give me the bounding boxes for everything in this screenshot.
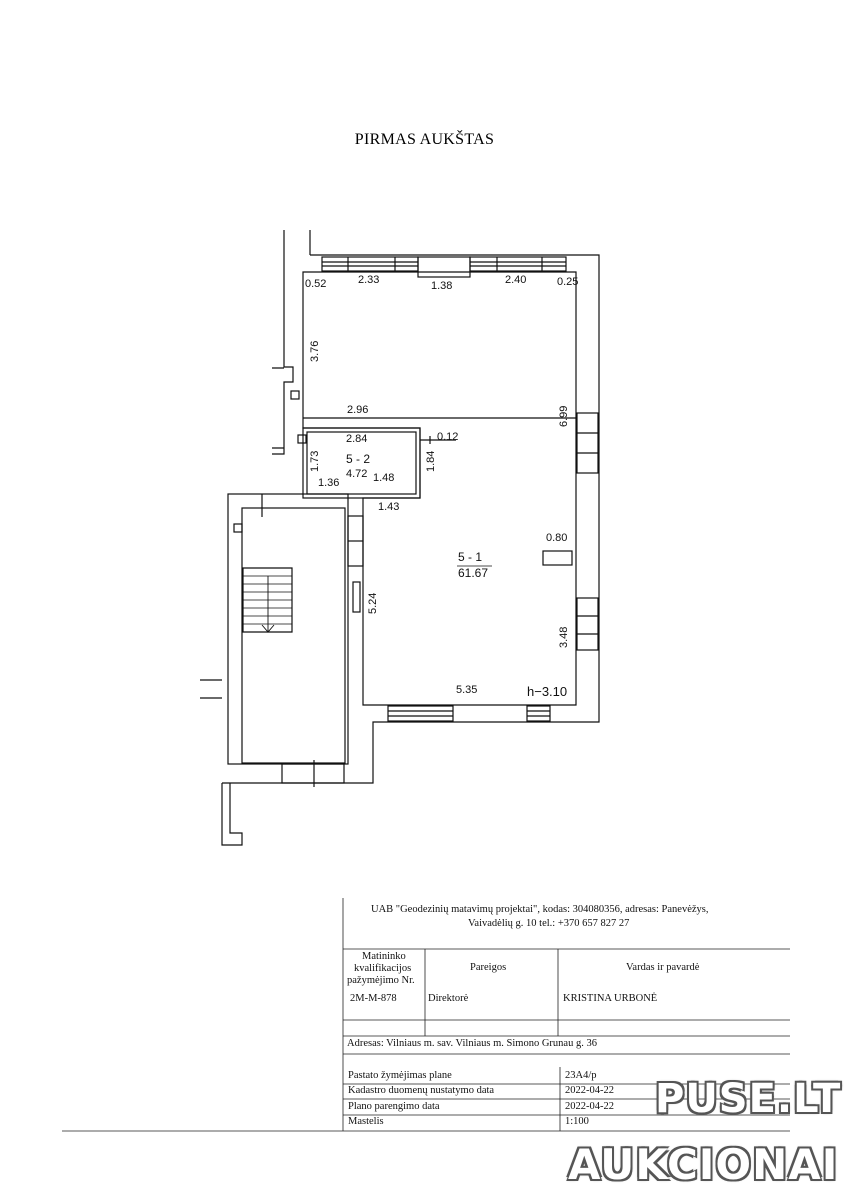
company-line-2: Vaivadėlių g. 10 tel.: +370 657 827 27 — [468, 918, 630, 929]
dim-148: 1.48 — [373, 472, 394, 484]
left-wall-upper — [283, 230, 294, 440]
cert-number: 2M-M-878 — [350, 993, 397, 1004]
wall-ticks — [272, 367, 284, 449]
row3-label: Plano parengimo data — [348, 1101, 440, 1112]
row4-label: Mastelis — [348, 1116, 384, 1127]
dim-233: 2.33 — [358, 274, 379, 286]
wall-niche — [352, 581, 361, 613]
room-5-1-area: 61.67 — [458, 566, 488, 580]
room-5-2-inner — [306, 431, 417, 495]
plan-title: PIRMAS AUKŠTAS — [354, 131, 495, 148]
stair-wall — [241, 507, 346, 764]
window-top-right — [469, 256, 567, 272]
room-5-2-wall — [302, 427, 421, 499]
dim-080: 0.80 — [546, 532, 567, 544]
name-value: KRISTINA URBONĖ — [563, 993, 658, 1004]
vent-small-3 — [233, 523, 243, 533]
dim-296: 2.96 — [347, 404, 368, 416]
row4-value: 1:100 — [565, 1116, 589, 1127]
stair-outer — [227, 493, 349, 765]
dim-376: 3.76 — [309, 341, 321, 362]
vent-duct — [542, 550, 573, 566]
dim-284: 2.84 — [346, 433, 367, 445]
position-header: Pareigos — [470, 962, 507, 973]
cert-header-1: Matininko — [362, 951, 406, 962]
window-bottom-right — [526, 705, 551, 722]
dim-173: 1.73 — [309, 451, 321, 472]
company-line-1: UAB "Geodezinių matavimų projektai", kod… — [371, 904, 709, 915]
dim-138: 1.38 — [431, 280, 452, 292]
row2-value: 2022-04-22 — [565, 1085, 614, 1096]
dim-699: 6.99 — [558, 406, 570, 427]
watermark-line-2: AUKCIONAI — [568, 1140, 839, 1189]
watermark-line-1: PUSE.LT — [655, 1076, 842, 1122]
lower-left-wall — [221, 783, 243, 846]
stair-arrow — [261, 576, 275, 633]
dim-025: 0.25 — [557, 276, 578, 288]
row3-value: 2022-04-22 — [565, 1101, 614, 1112]
cert-header-3: pažymėjimo Nr. — [347, 975, 415, 986]
window-right-lower — [576, 597, 599, 651]
row1-value: 23A4/p — [565, 1070, 597, 1081]
window-right-upper — [576, 412, 599, 474]
outer-wall — [302, 271, 577, 706]
outer-wall-outline — [222, 254, 600, 784]
title-block-lines — [62, 898, 790, 1132]
vent-small-1 — [290, 390, 300, 400]
stair-steps — [243, 575, 292, 625]
dim-143: 1.43 — [378, 501, 399, 513]
lower-left-ticks — [200, 679, 222, 699]
window-stair-bottom — [281, 763, 345, 784]
row1-label: Pastato žymėjimas plane — [348, 1070, 452, 1081]
position-value: Direktorė — [428, 993, 469, 1004]
room-5-2-id: 5 - 2 — [346, 452, 370, 466]
ceiling-height: h−3.10 — [527, 684, 567, 699]
wall-ticks-2 — [272, 440, 285, 455]
dim-184: 1.84 — [425, 451, 437, 472]
dim-052: 0.52 — [305, 278, 326, 290]
room-5-2-area: 4.72 — [346, 468, 367, 480]
vent-small-2 — [297, 434, 307, 444]
dim-348: 3.48 — [558, 627, 570, 648]
dim-535: 5.35 — [456, 684, 477, 696]
address: Adresas: Vilniaus m. sav. Vilniaus m. Si… — [347, 1038, 597, 1049]
row2-label: Kadastro duomenų nustatymo data — [348, 1085, 495, 1096]
stair-run — [242, 567, 293, 633]
dim-524: 5.24 — [367, 593, 379, 614]
room-5-1-id: 5 - 1 — [458, 550, 482, 564]
dim-136: 1.36 — [318, 477, 339, 489]
cert-header-2: kvalifikacijos — [354, 963, 412, 974]
dim-240: 2.40 — [505, 274, 526, 286]
dim-012: 0.12 — [437, 431, 458, 443]
window-top-left — [321, 256, 419, 272]
name-header: Vardas ir pavardė — [626, 962, 700, 973]
window-bottom-left — [387, 705, 454, 722]
door-top — [417, 256, 471, 278]
